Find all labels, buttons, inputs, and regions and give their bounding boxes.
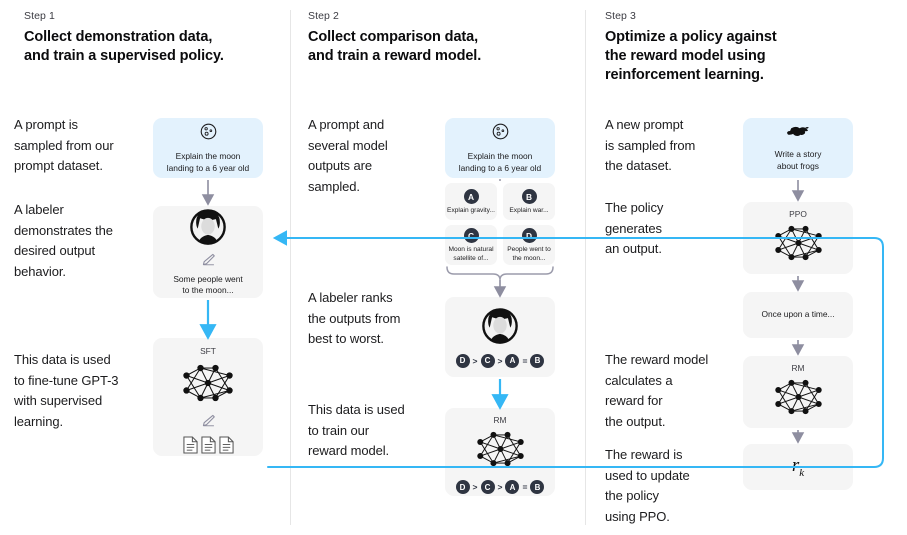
step1-labeler-text: Some people went to the moon... bbox=[173, 273, 243, 295]
step3-ppo-label: PPO bbox=[789, 209, 807, 219]
step-title-3: Optimize a policy against the reward mod… bbox=[605, 29, 777, 83]
ranking-row: D > C > A = B bbox=[455, 353, 545, 368]
rank-badge-2: C bbox=[480, 480, 495, 494]
option-badge-b: B bbox=[521, 189, 537, 205]
step1-sft-box[interactable]: SFT bbox=[153, 338, 263, 456]
option-badge-d: D bbox=[521, 228, 537, 244]
step3-reward-box[interactable]: rk bbox=[743, 444, 853, 490]
document-icon bbox=[182, 436, 198, 459]
step2-prompt-text: Explain the moon landing to a 6 year old bbox=[458, 151, 542, 173]
neural-network-icon bbox=[179, 359, 237, 412]
step3-ppo-box[interactable]: PPO bbox=[743, 202, 853, 274]
reward-symbol-subscript: k bbox=[799, 466, 805, 479]
step-label-1: Step 1 bbox=[24, 10, 55, 22]
moon-icon bbox=[199, 122, 218, 146]
step2-rm-label: RM bbox=[493, 415, 507, 425]
column-step-3: Step 3 Optimize a policy against the rew… bbox=[585, 0, 907, 535]
option-card-d[interactable]: D People went to the moon... bbox=[503, 225, 555, 265]
option-text-d: People went to the moon... bbox=[507, 246, 551, 262]
rank-op-3: = bbox=[522, 355, 528, 366]
neural-network-icon bbox=[473, 427, 528, 476]
step1-prompt-text: Explain the moon landing to a 6 year old bbox=[166, 151, 250, 173]
ranking-row: D > C > A = B bbox=[455, 480, 545, 494]
pencil-icon bbox=[201, 253, 216, 271]
step3-rm-label: RM bbox=[791, 363, 805, 373]
step2-ranking-box[interactable]: D > C > A = B bbox=[445, 297, 555, 377]
rank-badge-3: A bbox=[505, 353, 520, 368]
option-badge-a: A bbox=[463, 189, 479, 205]
step3-prompt-text: Write a story about frogs bbox=[774, 149, 822, 171]
reward-symbol: rk bbox=[792, 455, 804, 479]
step2-prompt-box[interactable]: Explain the moon landing to a 6 year old bbox=[445, 118, 555, 178]
option-text-b: Explain war... bbox=[509, 207, 549, 215]
column-step-2: Step 2 Collect comparison data, and trai… bbox=[290, 0, 585, 535]
rank-badge-1: D bbox=[455, 353, 470, 368]
step2-paragraph-1: A prompt and several model outputs are s… bbox=[308, 117, 388, 194]
option-card-a[interactable]: A Explain gravity... bbox=[445, 183, 497, 220]
rank-op-1: > bbox=[472, 482, 478, 492]
step3-paragraph-3: The reward model calculates a reward for… bbox=[605, 352, 709, 429]
document-icon bbox=[218, 436, 234, 459]
step2-paragraph-3: This data is used to train our reward mo… bbox=[308, 402, 405, 458]
option-text-a: Explain gravity... bbox=[447, 207, 495, 215]
option-text-c: Moon is natural satellite of... bbox=[448, 246, 494, 262]
step3-rm-box[interactable]: RM bbox=[743, 356, 853, 428]
step3-prompt-box[interactable]: Write a story about frogs bbox=[743, 118, 853, 178]
labeler-avatar-icon bbox=[189, 208, 227, 251]
step-title-1: Collect demonstration data, and train a … bbox=[24, 29, 224, 64]
step-label-3: Step 3 bbox=[605, 10, 636, 22]
frog-icon bbox=[786, 124, 810, 144]
step3-output-text: Once upon a time... bbox=[761, 309, 835, 320]
document-icon bbox=[200, 436, 216, 459]
step1-labeler-box[interactable]: Some people went to the moon... bbox=[153, 206, 263, 298]
rank-badge-4: B bbox=[530, 353, 545, 368]
step1-sft-label: SFT bbox=[200, 346, 216, 356]
step2-rm-box[interactable]: RM bbox=[445, 408, 555, 496]
step1-paragraph-1: A prompt is sampled from our prompt data… bbox=[14, 117, 114, 173]
rank-op-1: > bbox=[472, 355, 478, 366]
step2-paragraph-2: A labeler ranks the outputs from best to… bbox=[308, 290, 401, 346]
rank-badge-3: A bbox=[505, 480, 520, 494]
option-card-c[interactable]: C Moon is natural satellite of... bbox=[445, 225, 497, 265]
rank-op-2: > bbox=[497, 355, 503, 366]
option-card-b[interactable]: B Explain war... bbox=[503, 183, 555, 220]
neural-network-icon bbox=[771, 375, 826, 424]
column-step-1: Step 1 Collect demonstration data, and t… bbox=[0, 0, 290, 535]
step3-paragraph-1: A new prompt is sampled from the dataset… bbox=[605, 117, 696, 173]
rank-badge-4: B bbox=[530, 480, 545, 494]
rank-badge-2: C bbox=[480, 353, 495, 368]
step3-paragraph-4: The reward is used to update the policy … bbox=[605, 447, 690, 524]
option-badge-c: C bbox=[463, 228, 479, 244]
documents-group bbox=[182, 436, 234, 459]
pencil-icon bbox=[201, 414, 216, 432]
neural-network-icon bbox=[771, 221, 826, 270]
step3-output-box[interactable]: Once upon a time... bbox=[743, 292, 853, 338]
step3-paragraph-2: The policy generates an output. bbox=[605, 200, 664, 256]
step-label-2: Step 2 bbox=[308, 10, 339, 22]
rank-badge-1: D bbox=[455, 480, 470, 494]
step1-paragraph-2: A labeler demonstrates the desired outpu… bbox=[14, 202, 113, 279]
rank-op-3: = bbox=[522, 482, 528, 492]
rank-op-2: > bbox=[497, 482, 503, 492]
step1-paragraph-3: This data is used to fine-tune GPT-3 wit… bbox=[14, 352, 119, 429]
moon-icon bbox=[491, 122, 510, 146]
step1-prompt-box[interactable]: Explain the moon landing to a 6 year old bbox=[153, 118, 263, 178]
step-title-2: Collect comparison data, and train a rew… bbox=[308, 29, 482, 64]
labeler-avatar-icon bbox=[481, 307, 519, 350]
